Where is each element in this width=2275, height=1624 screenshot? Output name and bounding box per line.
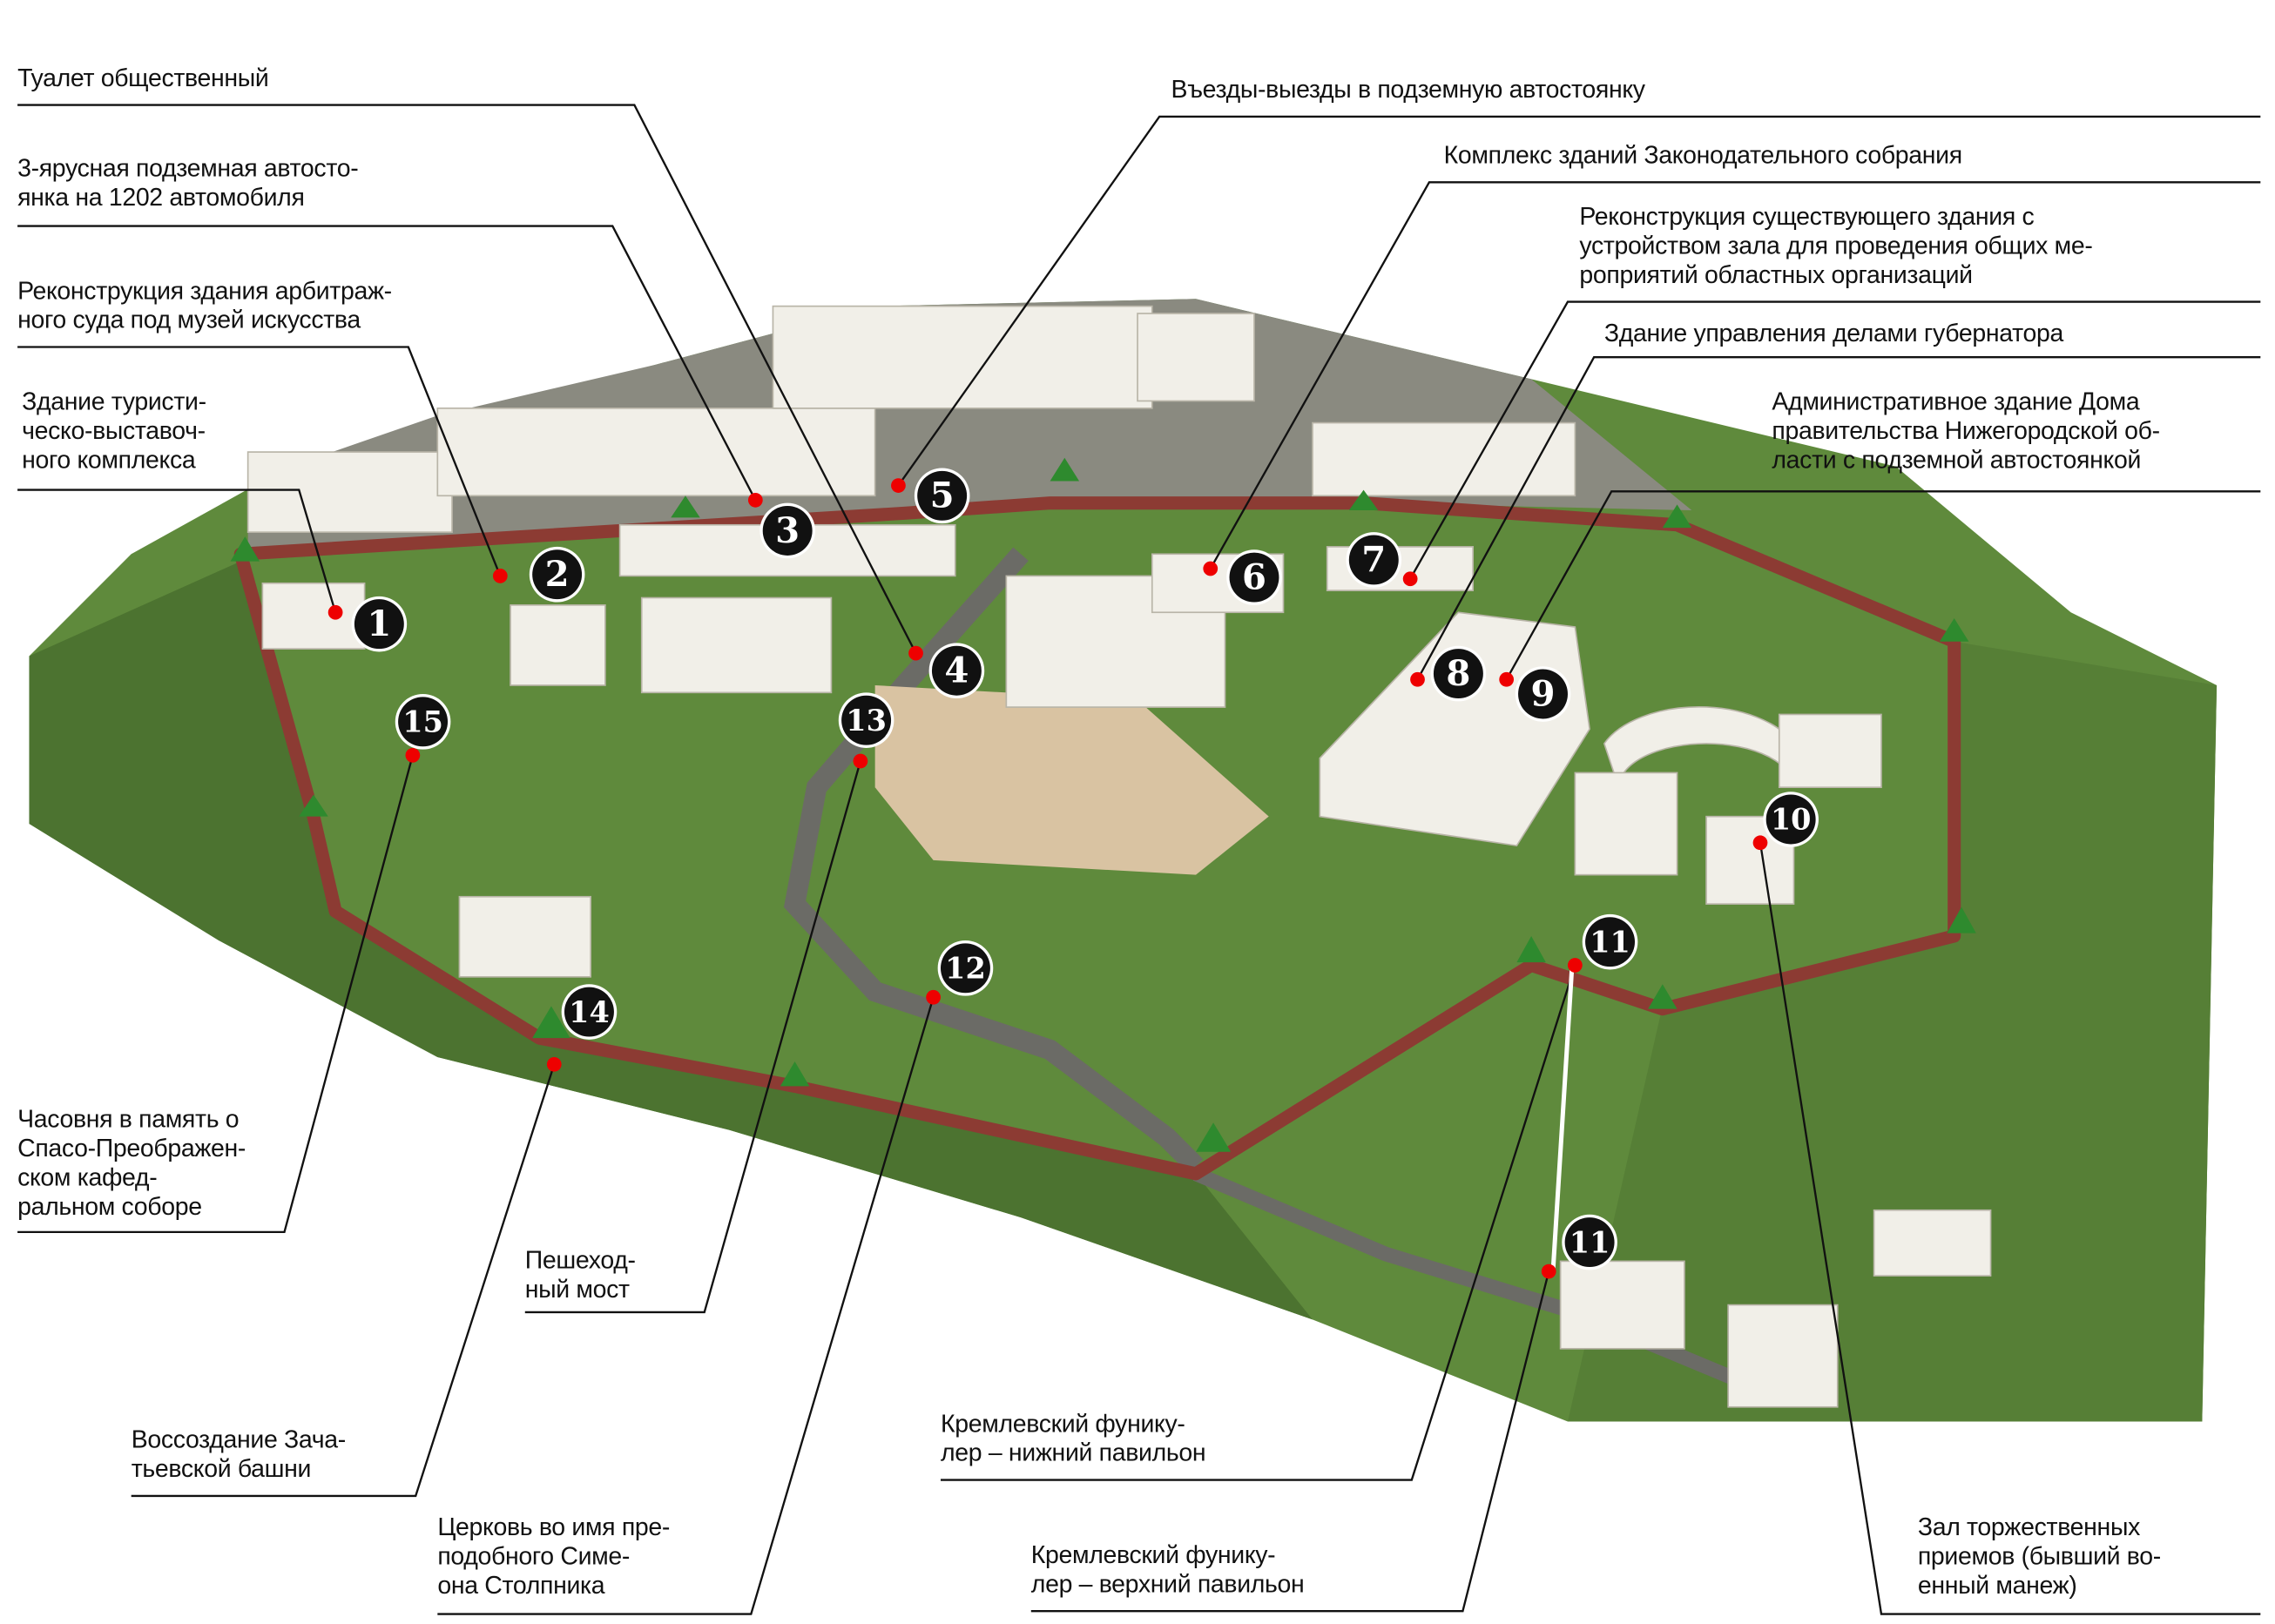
callout-text: Часовня в память о xyxy=(17,1105,240,1134)
callout-museum: Реконструкция здания арбитраж-ного суда … xyxy=(17,277,392,335)
callout-entrances: Въезды-выезды в подземную автостоянку xyxy=(1171,76,1645,104)
callout-text: лер – нижний павильон xyxy=(940,1439,1206,1467)
marker-15: 15 xyxy=(398,697,449,747)
callout-text: Зал торжественных xyxy=(1917,1513,2140,1541)
location-dot xyxy=(908,645,923,661)
callout-text: Здание туристи- xyxy=(22,387,206,416)
callout-text: Спасо-Преображен- xyxy=(17,1134,246,1162)
callout-text: Воссоздание Зача- xyxy=(131,1425,347,1454)
callout-parking: 3-ярусная подземная автосто-янка на 1202… xyxy=(17,154,359,212)
callout-text: Туалет общественный xyxy=(17,64,269,92)
location-dot xyxy=(1752,835,1768,851)
callout-bridge: Пешеход-ный мост xyxy=(525,1247,636,1305)
location-dot xyxy=(492,569,508,583)
callout-text: устройством зала для проведения общих ме… xyxy=(1579,232,2093,260)
location-dot xyxy=(1567,958,1583,973)
location-dot xyxy=(1541,1263,1556,1279)
marker-5: 5 xyxy=(917,470,968,521)
slope-shade-east xyxy=(1567,641,2218,1422)
central-square xyxy=(874,684,1269,875)
callout-assembly: Комплекс зданий Законодательного собрани… xyxy=(1443,141,1963,170)
callout-text: ного суда под музей искусства xyxy=(17,306,361,334)
marker-1: 1 xyxy=(354,599,404,650)
location-dot xyxy=(1410,671,1425,687)
callout-text: Пешеход- xyxy=(524,1246,636,1275)
marker-3: 3 xyxy=(762,506,813,556)
callout-text: тьевской башни xyxy=(131,1455,312,1483)
callout-text: правительства Нижегородской об- xyxy=(1772,416,2160,445)
callout-text: ском кафед- xyxy=(17,1163,158,1191)
leader-lines xyxy=(17,104,2261,1615)
marker-10: 10 xyxy=(1765,794,1816,845)
callout-text: ласти с подземной автостоянкой xyxy=(1772,446,2142,475)
callout-text: Реконструкция здания арбитраж- xyxy=(17,277,392,305)
location-dot xyxy=(891,478,906,493)
marker-8: 8 xyxy=(1433,649,1483,699)
callout-text: енный манеж) xyxy=(1917,1572,2077,1600)
callout-text: ного комплекса xyxy=(22,446,196,475)
callout-text: роприятий областных организаций xyxy=(1579,260,1973,289)
callout-funicular-lower: Кремлевский фунику-лер – нижний павильон xyxy=(940,1410,1206,1468)
callout-text: Здание управления делами губернатора xyxy=(1603,319,2063,347)
callout-toilet: Туалет общественный xyxy=(17,64,269,93)
kremlin-wall xyxy=(233,496,1961,1181)
location-dot xyxy=(1402,571,1418,587)
marker-11-upper: 11 xyxy=(1564,1217,1615,1268)
callout-text: Церковь во имя пре- xyxy=(437,1513,671,1541)
location-dot xyxy=(327,604,343,620)
callout-text: Реконструкция существующего здания с xyxy=(1579,202,2035,231)
callout-text: янка на 1202 автомобиля xyxy=(17,183,305,212)
marker-13: 13 xyxy=(841,695,892,745)
callout-governor: Здание управления делами губернатора xyxy=(1604,320,2063,348)
location-dot xyxy=(747,492,763,508)
marker-9: 9 xyxy=(1518,669,1568,719)
location-dot xyxy=(853,753,868,769)
callout-text: лер – верхний павильон xyxy=(1030,1570,1305,1599)
callout-text: ральном соборе xyxy=(17,1192,202,1221)
marker-4: 4 xyxy=(931,645,982,696)
marker-2: 2 xyxy=(532,549,583,600)
callout-tourist: Здание туристи-ческо-выставоч-ного компл… xyxy=(22,387,206,475)
location-dot xyxy=(926,989,941,1005)
location-dot xyxy=(1203,561,1219,576)
callout-text: подобного Симе- xyxy=(437,1542,631,1571)
callout-text: Комплекс зданий Законодательного собрани… xyxy=(1443,141,1963,170)
marker-14: 14 xyxy=(564,987,614,1037)
marker-6: 6 xyxy=(1229,552,1279,603)
callout-text: она Столпника xyxy=(437,1572,605,1600)
callout-text: Кремлевский фунику- xyxy=(940,1410,1185,1438)
callout-church: Церковь во имя пре-подобного Симе-она Ст… xyxy=(437,1513,670,1600)
callout-text: приемов (бывший во- xyxy=(1917,1542,2161,1571)
location-dot xyxy=(405,747,421,763)
towers xyxy=(230,457,1976,1152)
callout-text: Административное здание Дома xyxy=(1772,387,2140,416)
location-dot xyxy=(1499,671,1515,687)
marker-7: 7 xyxy=(1348,535,1399,585)
callout-text: Въезды-выезды в подземную автостоянку xyxy=(1171,76,1645,104)
callout-text: 3-ярусная подземная автосто- xyxy=(17,154,359,183)
location-dot xyxy=(546,1056,562,1072)
callout-text: ный мост xyxy=(524,1276,630,1304)
callout-text: ческо-выставоч- xyxy=(22,416,206,445)
marker-12: 12 xyxy=(940,943,990,994)
callout-funicular-upper: Кремлевский фунику-лер – верхний павильо… xyxy=(1031,1541,1305,1600)
callout-text: Кремлевский фунику- xyxy=(1030,1540,1276,1569)
callout-tower: Воссоздание Зача-тьевской башни xyxy=(131,1425,347,1485)
funicular-track xyxy=(1550,965,1575,1269)
marker-11-lower: 11 xyxy=(1585,917,1636,967)
